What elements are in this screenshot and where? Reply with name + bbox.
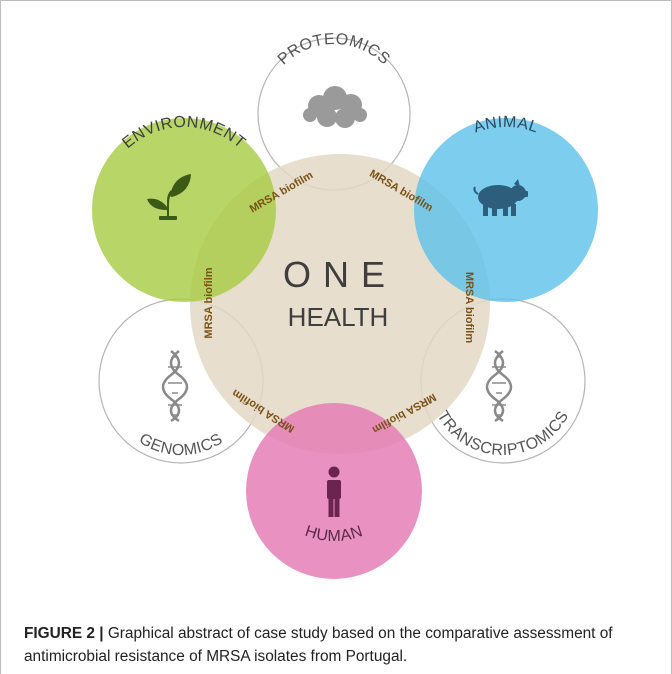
dna-helix-icon bbox=[161, 350, 189, 423]
node-label-animal: ANIMAL bbox=[471, 114, 540, 137]
plant-sprout-icon bbox=[147, 174, 191, 220]
figure-caption: FIGURE 2 | Graphical abstract of case st… bbox=[24, 622, 664, 668]
caption-text: Graphical abstract of case study based o… bbox=[24, 625, 613, 665]
pig-icon bbox=[473, 179, 528, 216]
dna-helix-icon bbox=[485, 350, 513, 423]
hub-title-line2: HEALTH bbox=[288, 302, 389, 332]
hub-title-line1: ONE bbox=[283, 254, 397, 295]
protein-cluster-icon bbox=[303, 86, 367, 128]
one-health-diagram: ONE HEALTH MRSA biofilm MRSA biofilm MRS… bbox=[92, 31, 598, 579]
ring-label: MRSA biofilm bbox=[203, 267, 215, 338]
caption-label: FIGURE 2 | bbox=[24, 625, 104, 642]
node-environment bbox=[92, 118, 276, 302]
node-label-human: HUMAN bbox=[303, 523, 365, 545]
person-icon bbox=[327, 466, 341, 517]
ring-label: MRSA biofilm bbox=[463, 272, 475, 343]
